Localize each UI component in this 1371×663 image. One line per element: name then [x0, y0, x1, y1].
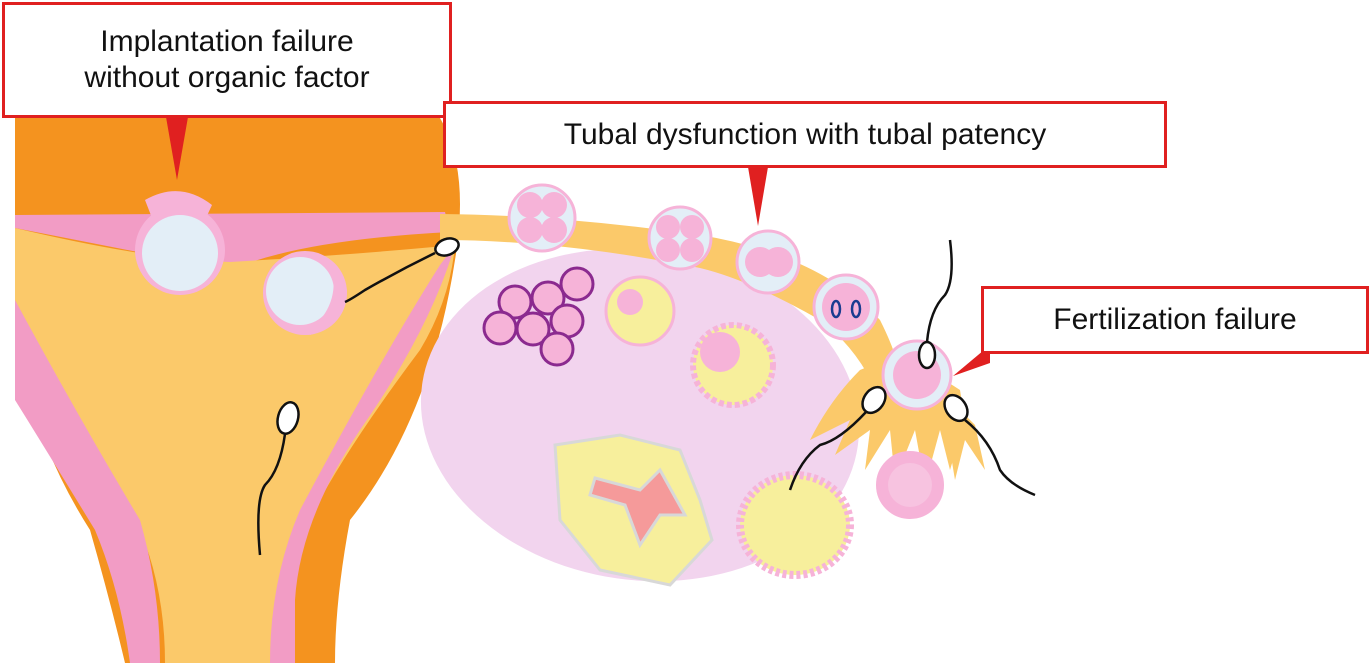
uterus-right-pink-band	[270, 245, 455, 663]
ruptured-follicle	[736, 451, 944, 579]
uterine-cavity	[15, 228, 455, 663]
fertilization-pointer	[953, 345, 990, 376]
sperm	[257, 237, 1036, 556]
implantation-pointer	[166, 117, 188, 180]
implantation-failure-callout: Implantation failure without organic fac…	[2, 2, 452, 118]
fertilization-failure-callout: Fertilization failure	[981, 286, 1369, 354]
implanting-blastocyst	[135, 191, 225, 295]
uterus-left-pink-band	[15, 300, 160, 663]
embryo-2-cell	[735, 229, 801, 295]
fertilization-failure-label: Fertilization failure	[1053, 303, 1297, 336]
embryo-morula	[507, 183, 577, 253]
zygote-pronuclei	[812, 273, 880, 341]
embryo-4-cell	[647, 205, 713, 271]
tubal-dysfunction-callout: Tubal dysfunction with tubal patency	[443, 101, 1167, 168]
primordial-follicles	[482, 266, 595, 367]
cavity-blastocyst	[263, 251, 347, 335]
implantation-line1: Implantation failure	[100, 25, 354, 58]
uterus-fundus-band	[15, 212, 450, 270]
oocyte-fertilization	[881, 339, 953, 411]
implantation-line2: without organic factor	[84, 61, 370, 94]
corpus-luteum	[553, 433, 714, 587]
tubal-dysfunction-label: Tubal dysfunction with tubal patency	[563, 117, 1047, 151]
antral-follicle	[690, 322, 776, 408]
tubal-pointer	[748, 167, 768, 226]
secondary-follicle	[604, 275, 676, 347]
